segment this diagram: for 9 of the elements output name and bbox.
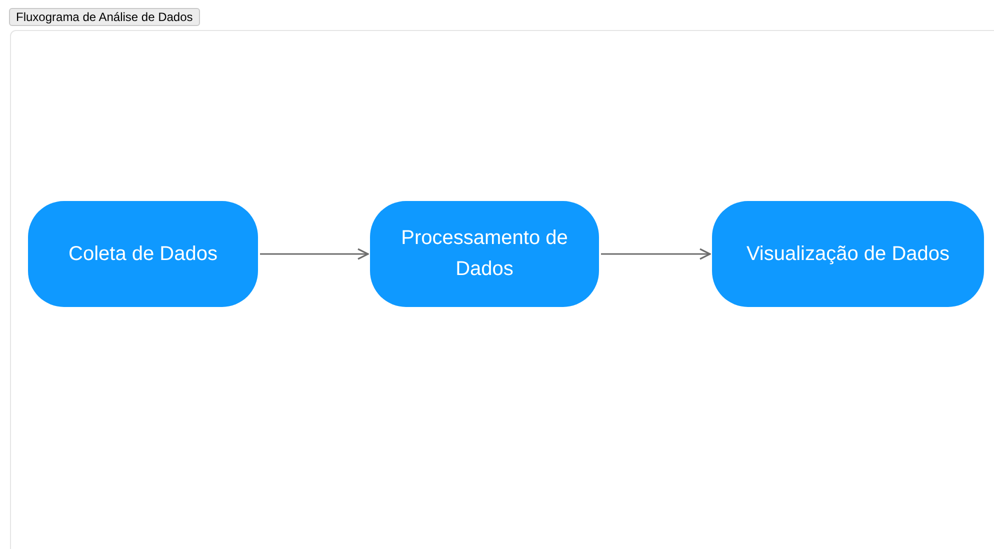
node-label: Processamento de Dados [400, 226, 569, 282]
process-box [712, 201, 984, 307]
arrow [601, 248, 711, 260]
node-label: Coleta de Dados [68, 242, 218, 266]
arrow [260, 248, 369, 260]
node-label: Visualização de Dados [746, 242, 950, 266]
process-box [370, 201, 599, 307]
process-box [28, 201, 258, 307]
diagram-title: Fluxograma de Análise de Dados [9, 8, 200, 26]
